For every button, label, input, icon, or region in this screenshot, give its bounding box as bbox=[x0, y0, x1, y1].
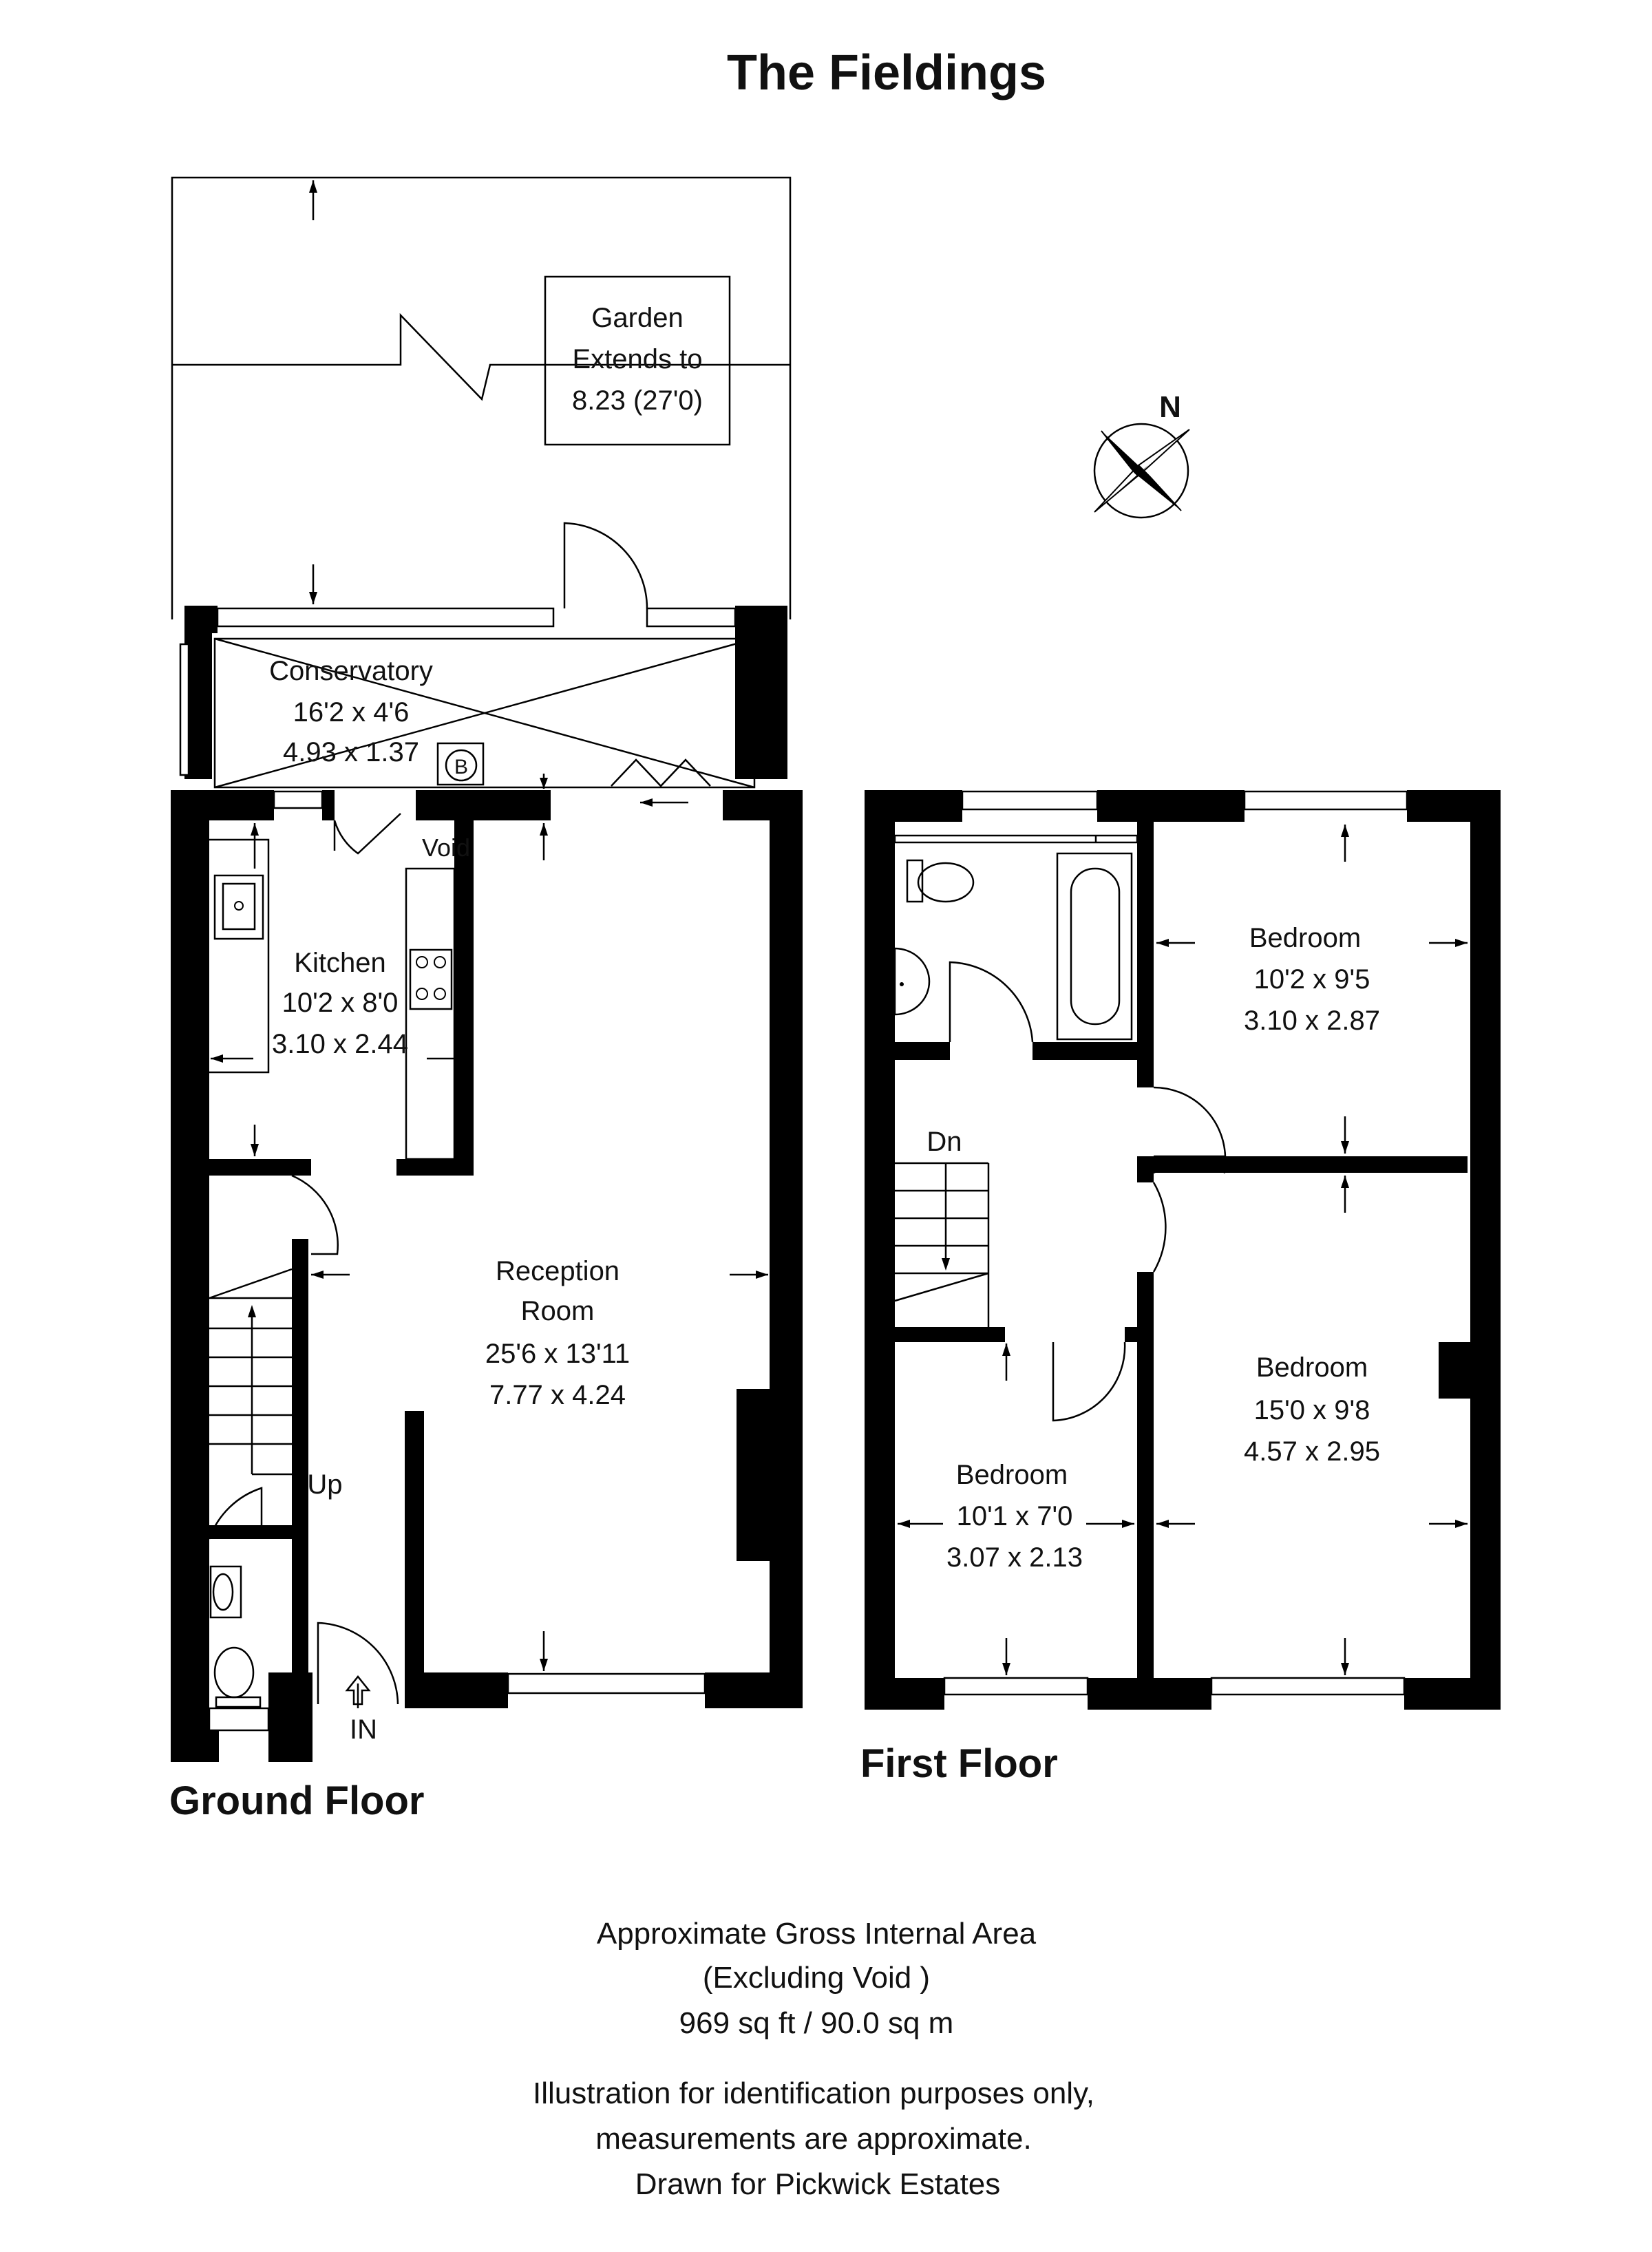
area-line3: 969 sq ft / 90.0 sq m bbox=[679, 2006, 954, 2040]
bedroom-top-name: Bedroom bbox=[1249, 923, 1361, 953]
first-floor-plan: Dn Bedroom 10'2 x 9'5 3.10 x 2.87 Bedroo… bbox=[865, 790, 1501, 1710]
garden-label-line1: Garden bbox=[591, 303, 683, 333]
disclaimer-line2: measurements are approximate. bbox=[595, 2122, 1031, 2156]
first-floor-label: First Floor bbox=[860, 1741, 1058, 1786]
first-floor-stairs bbox=[894, 1162, 990, 1327]
reception-name-line1: Reception bbox=[496, 1256, 620, 1286]
garden-label-box bbox=[544, 275, 731, 446]
bedroom-large-name: Bedroom bbox=[1256, 1352, 1368, 1383]
bedroom-small-imperial: 10'1 x 7'0 bbox=[957, 1501, 1073, 1531]
first-stairs-down-label: Dn bbox=[926, 1127, 962, 1157]
disclaimer-line1: Illustration for identification purposes… bbox=[533, 2076, 1094, 2110]
ground-floor-label: Ground Floor bbox=[169, 1778, 425, 1823]
compass-north-label: N bbox=[1159, 390, 1181, 424]
bedroom-top-metric: 3.10 x 2.87 bbox=[1244, 1006, 1380, 1036]
disclaimer: Illustration for identification purposes… bbox=[533, 2076, 1094, 2201]
boiler-label: B bbox=[454, 756, 468, 778]
reception-metric: 7.77 x 4.24 bbox=[489, 1380, 626, 1410]
garden-label-line3: 8.23 (27'0) bbox=[572, 385, 703, 416]
bedroom-large-metric: 4.57 x 2.95 bbox=[1244, 1436, 1380, 1467]
entrance-label: IN bbox=[350, 1714, 377, 1745]
bedroom-large-imperial: 15'0 x 9'8 bbox=[1254, 1395, 1370, 1425]
ground-floor-stairs bbox=[209, 1268, 293, 1476]
bedroom-top-imperial: 10'2 x 9'5 bbox=[1254, 964, 1370, 995]
kitchen-imperial: 10'2 x 8'0 bbox=[282, 988, 399, 1018]
bedroom-small-metric: 3.07 x 2.13 bbox=[946, 1542, 1083, 1573]
ground-floor-plan: B Conservatory 16'2 x 4'6 4.93 x 1.37 bbox=[171, 522, 803, 1762]
ground-stairs-up-label: Up bbox=[307, 1469, 342, 1500]
kitchen-name: Kitchen bbox=[294, 948, 385, 978]
area-summary: Approximate Gross Internal Area (Excludi… bbox=[597, 1917, 1037, 2040]
disclaimer-line3: Drawn for Pickwick Estates bbox=[635, 2167, 1001, 2201]
void-label: Void bbox=[422, 833, 470, 862]
north-compass-icon bbox=[1093, 423, 1190, 519]
reception-imperial: 25'6 x 13'11 bbox=[485, 1339, 630, 1369]
garden-label-line2: Extends to bbox=[572, 344, 702, 374]
conservatory-name: Conservatory bbox=[269, 656, 433, 686]
area-line1: Approximate Gross Internal Area bbox=[597, 1917, 1037, 1951]
conservatory-metric: 4.93 x 1.37 bbox=[283, 737, 419, 767]
kitchen-metric: 3.10 x 2.44 bbox=[272, 1029, 408, 1059]
conservatory-imperial: 16'2 x 4'6 bbox=[293, 697, 410, 727]
bedroom-small-name: Bedroom bbox=[956, 1460, 1068, 1490]
garden-area: Garden Extends to 8.23 (27'0) bbox=[171, 176, 792, 619]
area-line2: (Excluding Void ) bbox=[703, 1961, 930, 1995]
reception-name-line2: Room bbox=[521, 1296, 595, 1326]
plan-title: The Fieldings bbox=[727, 45, 1046, 100]
